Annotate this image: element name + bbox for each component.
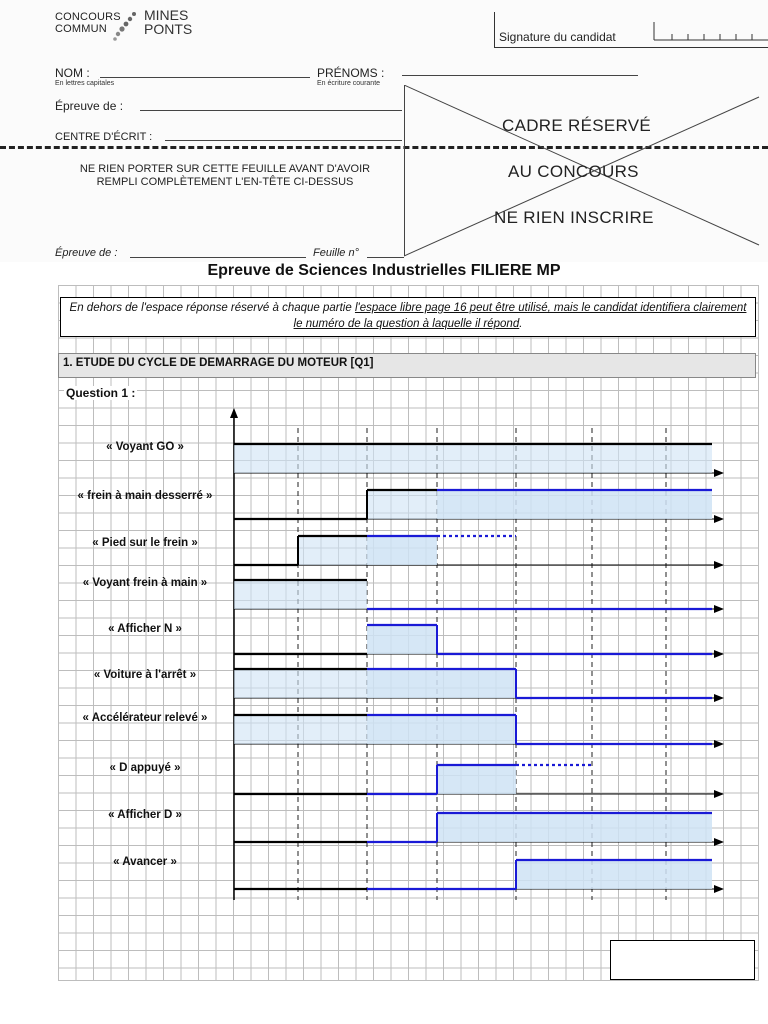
signal-fill [298,580,367,609]
signal-label-6: « Voiture à l'arrêt » [93,669,197,681]
feuille-field[interactable] [367,257,404,258]
signal-label-1: « Voyant GO » [106,441,184,453]
signal-fill [437,765,516,794]
signature-label: Signature du candidat [499,30,616,44]
baseline-arrow-icon [714,790,724,798]
signal-label-5: « Afficher N » [108,623,182,635]
nom-field[interactable] [100,77,310,78]
signal-fill [367,625,437,654]
warning-line-2: REMPLI COMPLÈTEMENT L'EN-TÊTE CI-DESSUS [96,176,354,188]
nom-sublabel: En lettres capitales [55,80,115,87]
section-header: 1. ETUDE DU CYCLE DE DEMARRAGE DU MOTEUR… [58,353,756,378]
signal-label-7: « Accélérateur relevé » [82,712,208,724]
baseline-arrow-icon [714,885,724,893]
signal-fill [367,536,437,565]
signal-fill [592,490,666,519]
signal-fill [234,580,298,609]
signal-fill [592,860,666,889]
signal-fill [437,813,516,842]
signal-fill [516,444,592,473]
cut-line [0,146,768,149]
baseline-arrow-icon [714,650,724,658]
page-title: Epreuve de Sciences Industrielles FILIER… [207,262,561,279]
centre-field[interactable] [165,140,402,141]
epreuve-bottom-field[interactable] [130,257,306,258]
signal-label-10: « Avancer » [113,856,177,868]
signal-label-2: « frein à main desserré » [77,490,213,502]
signal-fill [666,490,712,519]
reserved-text-1: CADRE RÉSERVÉ [502,116,652,135]
signal-fill [367,669,437,698]
signal-fill [516,813,592,842]
signal-fill [666,860,712,889]
logo-commun-text: COMMUN [55,23,107,35]
signal-fill [437,715,516,744]
reserved-box [404,85,760,256]
axis-arrow-icon [230,408,238,418]
score-box[interactable] [610,940,755,980]
instruction-text-3: . [519,318,523,330]
signal-fill [367,715,437,744]
baseline-arrow-icon [714,515,724,523]
centre-label: CENTRE D'ÉCRIT : [55,131,153,143]
reserved-text-3: NE RIEN INSCRIRE [494,208,654,227]
signal-fill [298,715,367,744]
signal-fill [592,444,666,473]
signal-fill [298,536,367,565]
instruction-box: En dehors de l'espace réponse réservé à … [60,297,756,337]
instruction-text-1: En dehors de l'espace réponse réservé à … [69,302,355,314]
signal-fill [234,669,298,698]
epreuve-field[interactable] [140,110,402,111]
epreuve-label: Épreuve de : [55,99,124,113]
warning-line-1: NE RIEN PORTER SUR CETTE FEUILLE AVANT D… [79,163,371,175]
baseline-arrow-icon [714,605,724,613]
signal-label-3: « Pied sur le frein » [92,537,198,549]
signal-fill [592,813,666,842]
signal-fill [666,444,712,473]
signal-fill [437,490,516,519]
signature-tick-marks [653,22,768,41]
timing-diagram [230,408,724,900]
logo-concours-text: CONCOURS [55,11,121,23]
signal-fill [367,490,437,519]
logo-mines-text: MINES [144,7,189,23]
signal-label-4: « Voyant frein à main » [82,577,208,589]
logo-ponts-text: PONTS [144,21,193,37]
reserved-cross-icon [404,85,760,257]
baseline-arrow-icon [714,561,724,569]
signal-fill [298,669,367,698]
signal-fill [666,813,712,842]
signal-label-8: « D appuyé » [109,762,181,774]
feuille-label: Feuille n° [313,247,359,259]
reserved-text-2: AU CONCOURS [508,162,639,181]
signal-fill [516,860,592,889]
signal-fill [437,444,516,473]
baseline-arrow-icon [714,469,724,477]
signal-label-9: « Afficher D » [108,809,182,821]
signal-fill [234,715,298,744]
instruction-text-2: l'espace libre page 16 peut être utilisé… [293,302,747,330]
baseline-arrow-icon [714,694,724,702]
signal-fill [516,490,592,519]
prenoms-field[interactable] [402,75,638,76]
baseline-arrow-icon [714,740,724,748]
epreuve-bottom-label: Épreuve de : [55,247,118,259]
signal-fill [298,444,367,473]
header-area [0,0,768,262]
baseline-arrow-icon [714,838,724,846]
logo-dots-icon [113,12,136,41]
prenoms-label: PRÉNOMS : [317,66,385,80]
signal-fill [234,444,298,473]
question-label: Question 1 : [64,386,138,400]
prenoms-sublabel: En écriture courante [317,80,381,87]
signal-fill [367,444,437,473]
nom-label: NOM : [55,66,90,80]
signal-fill [437,669,516,698]
signature-box[interactable] [494,12,768,48]
